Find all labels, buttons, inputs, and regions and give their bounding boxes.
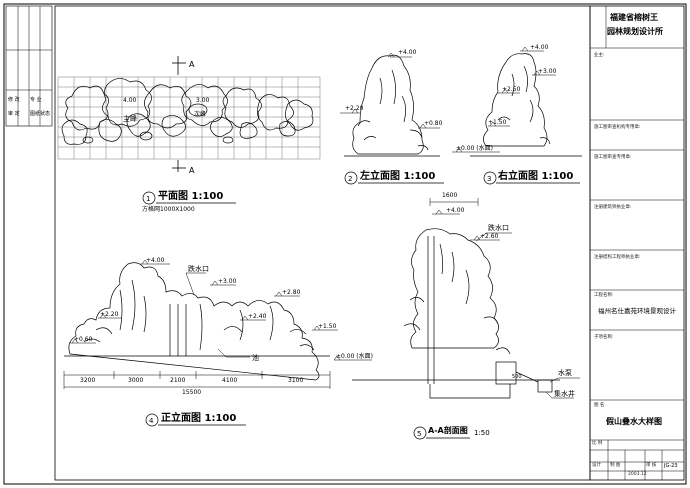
- front-dim-1: 3200: [80, 377, 95, 384]
- section-elev-2: +2.60: [480, 233, 499, 240]
- sheet-number: JG-23: [664, 463, 678, 469]
- field-drawing-name: 图 名: [594, 403, 605, 408]
- strip-label-1: 修 改: [8, 97, 20, 103]
- front-elevation-title: 正立面图 1:100: [161, 413, 237, 424]
- plan-secondary-peak-label: 次峰: [194, 110, 206, 118]
- field-architect-seal: 注册建筑师执业章:: [594, 205, 632, 210]
- plan-elev-a: 4.00: [123, 97, 137, 104]
- front-elev-label-4: +2.20: [100, 311, 119, 318]
- front-elev-label-5: +1.50: [318, 323, 337, 330]
- firm-name-line2: 园林规划设计所: [607, 27, 663, 36]
- strip-label-3: 专 业: [30, 97, 42, 103]
- strip-label-4: 图纸状态: [30, 111, 51, 117]
- section-mark-top: A: [189, 60, 195, 69]
- field-review-stamp: 施工图审查专用章:: [594, 155, 632, 160]
- front-elevation: [64, 262, 330, 381]
- title-block-rules: [590, 6, 684, 480]
- front-elev-label-1: +4.00: [146, 257, 165, 264]
- right-elev-label-1: +4.00: [530, 44, 549, 51]
- project-name: 福州名仕嘉苑环境景观设计: [598, 307, 676, 315]
- front-dim-2: 3000: [128, 377, 143, 384]
- section-weir-label: 跌水口: [488, 223, 509, 232]
- strip-label-2: 审 定: [8, 111, 20, 117]
- field-owner: 业主:: [594, 53, 605, 58]
- left-elev-label-3: +0.80: [424, 120, 443, 127]
- section-top-dim: 1600: [442, 192, 457, 199]
- section-title-number: 5: [417, 430, 421, 438]
- left-title-number: 2: [348, 175, 352, 183]
- bottom-label-design: 设计: [592, 463, 601, 468]
- left-elevation: [344, 54, 440, 157]
- section-well-label: 集水井: [554, 389, 575, 398]
- left-elev-label-2: +2.20: [345, 105, 364, 112]
- left-elevation-title: 左立面图 1:100: [360, 171, 436, 182]
- view-title-circles: [142, 171, 580, 440]
- section-mark-bottom: A: [189, 166, 195, 175]
- section-title: A-A剖面图: [428, 426, 468, 435]
- section-pump-label: 水泵: [558, 368, 572, 377]
- front-dimension-line: [63, 371, 331, 389]
- right-elevation: [470, 53, 582, 157]
- front-weir-label: 跌水口: [188, 264, 209, 273]
- front-dim-5: 3100: [288, 377, 303, 384]
- plan-title: 平面图 1:100: [158, 191, 224, 202]
- right-elev-label-3: +2.50: [502, 86, 521, 93]
- drawing-name: 假山叠水大样图: [606, 417, 662, 426]
- plan-title-number: 1: [146, 195, 150, 203]
- front-pool-label: 池: [252, 353, 259, 362]
- right-elevation-title: 右立面图 1:100: [498, 171, 574, 182]
- front-dim-total: 15500: [182, 389, 201, 396]
- right-elev-water-label: ±0.00 (水面): [456, 144, 493, 152]
- bottom-label-scale: 比 例: [592, 441, 603, 446]
- section-depth-label: 500: [512, 374, 522, 380]
- field-project-name: 工程名称:: [594, 293, 614, 298]
- plan-main-peak-label: 主峰: [123, 114, 137, 123]
- front-dim-3: 2100: [170, 377, 185, 384]
- front-water-label: ±0.00 (水面): [336, 352, 373, 360]
- bottom-label-review: 审 核: [646, 463, 657, 468]
- firm-name-line1: 福建省榕树王: [610, 13, 658, 22]
- front-title-number: 4: [149, 417, 154, 425]
- section-elev-1: +4.00: [446, 207, 465, 214]
- right-elev-label-4: +1.50: [488, 119, 507, 126]
- field-sub-item: 子项名称:: [594, 335, 614, 340]
- left-elev-label-1: +4.00: [398, 49, 417, 56]
- right-title-number: 3: [487, 175, 491, 183]
- drawing-date: 2003.12: [628, 472, 647, 477]
- section-scale: 1:50: [474, 429, 490, 437]
- plan-view: A A 4.00 3.00 主峰 次峰: [57, 56, 321, 175]
- right-elev-label-2: +3.00: [538, 68, 557, 75]
- front-elev-label-3: +2.80: [282, 289, 301, 296]
- plan-elev-b: 3.00: [196, 97, 210, 104]
- field-review-seal: 施工图审查机构专用章:: [594, 125, 641, 130]
- plan-grid-note: 方格网1000X1000: [142, 206, 195, 213]
- section-view: [352, 228, 560, 399]
- field-engineer-seal: 注册结构工程师执业章:: [594, 255, 641, 260]
- bottom-label-drawing: 制 图: [610, 463, 621, 468]
- outer-frame: [3, 3, 687, 485]
- title-block-frame: [589, 5, 685, 481]
- front-elev-label-6: +0.60: [74, 336, 93, 343]
- front-dim-4: 4100: [222, 377, 237, 384]
- front-elev-label-2: +3.00: [218, 278, 237, 285]
- front-elev-label-7: +2.40: [248, 313, 267, 320]
